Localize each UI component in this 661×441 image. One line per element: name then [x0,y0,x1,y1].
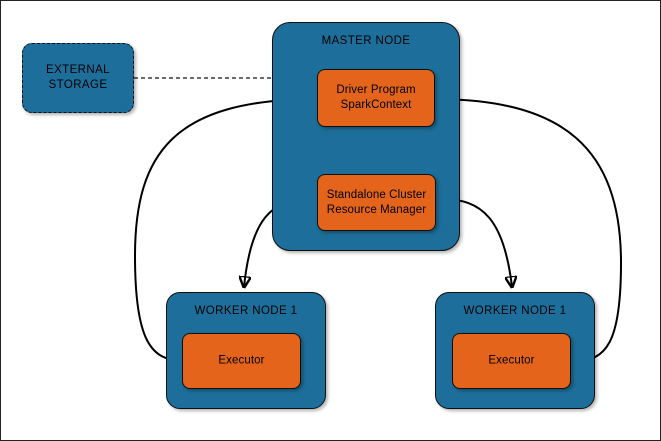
external-storage-label: EXTERNAL STORAGE [46,64,110,91]
master-node-label: MASTER NODE [321,35,411,47]
executor-2-label: Executor [488,354,535,367]
resource-manager-node[interactable]: Standalone Cluster Resource Manager [317,174,436,231]
worker-node-1-label: WORKER NODE 1 [194,305,298,317]
executor-1-label: Executor [218,354,265,367]
resource-manager-label: Standalone Cluster Resource Manager [326,188,427,216]
external-storage-node[interactable]: EXTERNAL STORAGE [22,43,134,113]
executor-1-node[interactable]: Executor [182,333,301,389]
driver-program-node[interactable]: Driver Program SparkContext [317,69,435,127]
driver-program-label: Driver Program SparkContext [336,84,416,111]
worker-node-2-label: WORKER NODE 1 [463,305,567,317]
executor-2-node[interactable]: Executor [452,333,571,389]
